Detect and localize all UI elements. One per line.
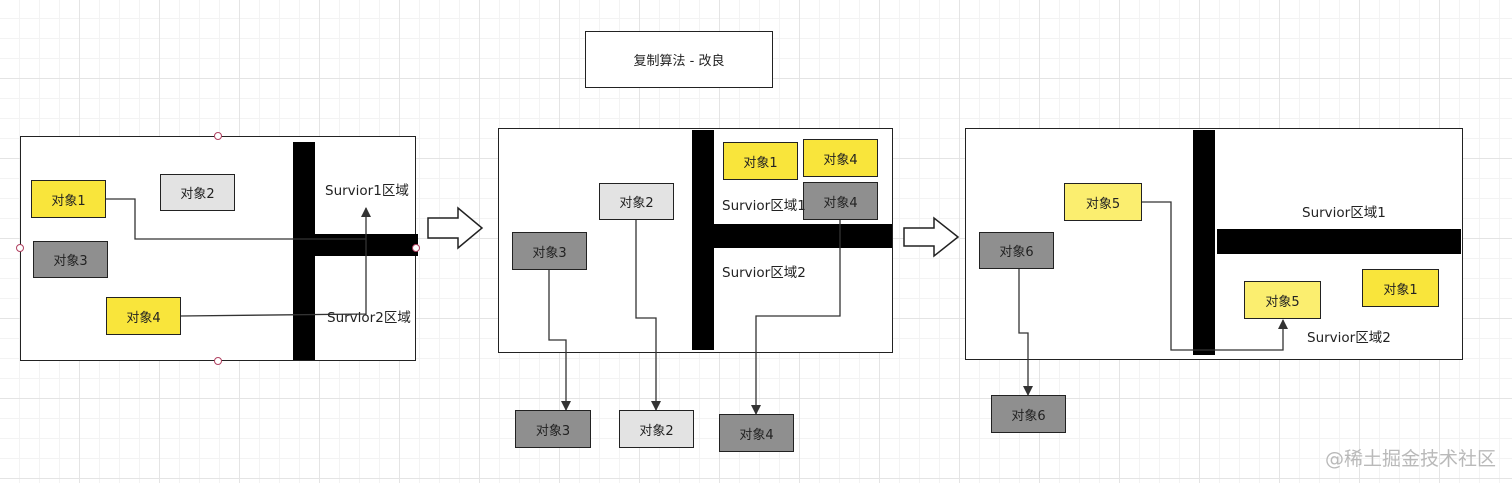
panel-1-object-4: 对象4 [106, 297, 181, 335]
panel-3-object-6: 对象6 [979, 232, 1054, 269]
handle-bottom [214, 357, 222, 365]
panel-1-connector-obj4 [180, 207, 371, 317]
panel-3-vertical-divider [1193, 130, 1215, 355]
panel-1-region-label-2: Survior2区域 [327, 310, 411, 326]
watermark: @稀土掘金技术社区 [1324, 448, 1496, 470]
panel-1-connector-obj1 [106, 198, 366, 240]
big-arrow-1 [427, 206, 484, 250]
panel-1-object-2: 对象2 [160, 174, 235, 211]
panel-2-connector-obj3 [548, 270, 571, 411]
panel-2-horizontal-divider [714, 224, 892, 248]
panel-2-collected-object-3: 对象3 [515, 410, 591, 448]
panel-2-survivor-object-1: 对象1 [723, 142, 798, 180]
title-box: 复制算法 - 改良 [585, 31, 773, 88]
panel-2-survivor-object-4: 对象4 [803, 139, 878, 177]
panel-2-region-label-2: Survior区域2 [722, 265, 806, 281]
big-arrow-2 [903, 216, 960, 258]
handle-left [16, 244, 24, 252]
panel-3-connector-obj5 [1142, 201, 1288, 351]
panel-2-object-2: 对象2 [599, 183, 674, 220]
panel-3-collected-object-6: 对象6 [991, 395, 1066, 433]
handle-top [214, 132, 222, 140]
panel-2-object-3: 对象3 [512, 232, 587, 270]
panel-1-object-3: 对象3 [33, 241, 108, 278]
panel-2-vertical-divider [692, 130, 714, 350]
panel-3-horizontal-divider [1217, 229, 1461, 254]
panel-1-vertical-divider [293, 142, 315, 360]
panel-2-collected-object-2: 对象2 [619, 410, 694, 448]
panel-3-region-label-1: Survior区域1 [1302, 205, 1386, 221]
panel-3-survivor-object-1: 对象1 [1362, 269, 1439, 307]
panel-3-region-label-2: Survior区域2 [1307, 330, 1391, 346]
panel-3-survivor-object-5: 对象5 [1244, 281, 1321, 319]
panel-2-collected-object-4: 对象4 [719, 414, 794, 452]
panel-1-region-label-1: Survior1区域 [325, 183, 409, 199]
panel-3-object-5: 对象5 [1064, 183, 1142, 221]
panel-3-connector-obj6 [1018, 269, 1033, 396]
panel-2-connector-obj4 [751, 220, 841, 415]
handle-right [412, 244, 420, 252]
panel-2-region-label-1: Survior区域1 [722, 198, 806, 214]
panel-1-object-1: 对象1 [31, 180, 106, 218]
panel-2-connector-obj2 [635, 220, 661, 411]
panel-2-object-4-gray: 对象4 [803, 182, 878, 220]
